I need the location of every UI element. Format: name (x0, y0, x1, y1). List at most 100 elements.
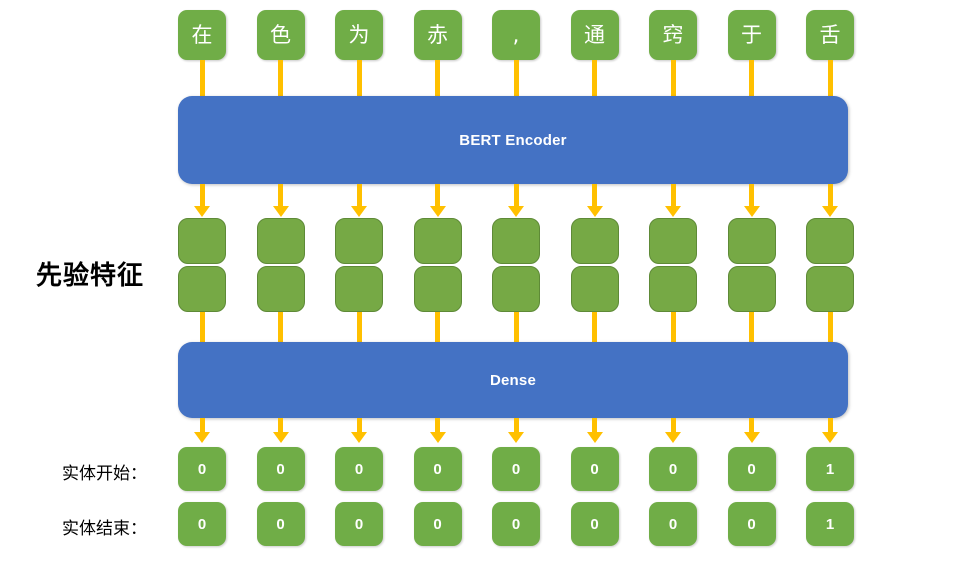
bert-encoder-label: BERT Encoder (459, 131, 567, 149)
prior-feature-box[interactable] (178, 218, 226, 264)
output-box-entity-end[interactable]: 0 (178, 502, 226, 546)
output-value: 0 (511, 460, 521, 478)
arrow-down-icon (508, 206, 524, 217)
feature-dense-line (592, 312, 597, 344)
output-box-entity-start[interactable]: 0 (413, 447, 462, 491)
arrow-down-icon (822, 206, 838, 217)
arrow-down-icon (351, 432, 367, 443)
encoder-feature-line (199, 184, 205, 208)
output-value: 0 (433, 515, 442, 533)
prior-feature-box[interactable] (806, 218, 854, 264)
output-value: 1 (825, 515, 835, 533)
prior-feature-box[interactable] (649, 266, 697, 312)
token-box[interactable]: 在 (178, 10, 226, 60)
prior-feature-box[interactable] (570, 218, 619, 264)
encoder-feature-line (827, 184, 833, 208)
token-text: 在 (191, 22, 213, 47)
output-box-entity-end[interactable]: 0 (335, 502, 383, 546)
prior-feature-box[interactable] (335, 266, 383, 312)
output-box-entity-end[interactable]: 0 (492, 502, 540, 546)
output-box-entity-end[interactable]: 0 (649, 502, 697, 546)
token-box[interactable]: 通 (570, 10, 619, 60)
prior-feature-box[interactable] (570, 266, 619, 312)
output-value: 0 (668, 460, 678, 478)
prior-feature-box[interactable] (727, 218, 776, 264)
output-value: 0 (590, 515, 599, 533)
feature-dense-line (670, 312, 676, 344)
arrow-down-icon (586, 206, 603, 217)
arrow-down-icon (272, 206, 289, 217)
token-box[interactable]: 色 (256, 10, 305, 60)
dense-output-line (749, 418, 754, 434)
token-text: 色 (270, 22, 291, 47)
prior-feature-box[interactable] (649, 218, 697, 264)
token-box[interactable]: 赤 (413, 10, 462, 60)
prior-feature-box[interactable] (727, 266, 776, 312)
arrow-down-icon (586, 432, 603, 443)
arrow-down-icon (194, 432, 210, 443)
output-box-entity-start[interactable]: 0 (178, 447, 226, 491)
dense-output-line (278, 418, 283, 434)
prior-feature-box[interactable] (492, 266, 540, 312)
prior-feature-box[interactable] (335, 218, 383, 264)
dense-block[interactable]: Dense (178, 342, 848, 418)
dense-output-line (827, 418, 833, 434)
token-encoder-line (278, 60, 283, 98)
token-text: 于 (741, 22, 762, 47)
encoder-feature-line (435, 184, 440, 208)
prior-feature-box[interactable] (413, 218, 462, 264)
output-box-entity-start[interactable]: 0 (335, 447, 383, 491)
output-value: 0 (747, 515, 756, 533)
token-text: 为 (348, 22, 370, 47)
output-box-entity-end[interactable]: 0 (256, 502, 305, 546)
token-box[interactable]: , (492, 10, 540, 60)
arrow-down-icon (822, 432, 838, 443)
arrow-down-icon (272, 432, 289, 443)
output-box-entity-start[interactable]: 0 (727, 447, 776, 491)
output-box-entity-end[interactable]: 0 (727, 502, 776, 546)
prior-feature-box[interactable] (806, 266, 854, 312)
output-value: 0 (668, 515, 678, 533)
output-box-entity-start[interactable]: 0 (570, 447, 619, 491)
output-box-entity-end[interactable]: 0 (570, 502, 619, 546)
token-box[interactable]: 于 (727, 10, 776, 60)
prior-feature-box[interactable] (413, 266, 462, 312)
token-box[interactable]: 舌 (806, 10, 854, 60)
arrow-down-icon (429, 432, 446, 443)
dense-output-line (513, 418, 519, 434)
output-row-label-entity-start: 实体开始： (62, 464, 147, 484)
token-encoder-line (670, 60, 676, 98)
output-box-entity-start[interactable]: 0 (649, 447, 697, 491)
arrow-down-icon (743, 206, 760, 217)
output-box-entity-end[interactable]: 1 (806, 502, 854, 546)
token-text: 通 (584, 22, 605, 47)
output-box-entity-start[interactable]: 0 (256, 447, 305, 491)
arrow-down-icon (508, 432, 524, 443)
prior-feature-box[interactable] (256, 266, 305, 312)
feature-dense-line (199, 312, 205, 344)
token-box[interactable]: 窍 (649, 10, 697, 60)
arrow-down-icon (665, 206, 681, 217)
encoder-feature-line (592, 184, 597, 208)
token-box[interactable]: 为 (335, 10, 383, 60)
bert-encoder-block[interactable]: BERT Encoder (178, 96, 848, 184)
arrow-down-icon (743, 432, 760, 443)
prior-feature-box[interactable] (492, 218, 540, 264)
arrow-down-icon (194, 206, 210, 217)
output-box-entity-end[interactable]: 0 (413, 502, 462, 546)
dense-output-line (592, 418, 597, 434)
prior-feature-box[interactable] (256, 218, 305, 264)
feature-dense-line (356, 312, 362, 344)
encoder-feature-line (356, 184, 362, 208)
output-value: 0 (433, 460, 442, 478)
output-box-entity-start[interactable]: 1 (806, 447, 854, 491)
token-encoder-line (199, 60, 205, 98)
prior-feature-box[interactable] (178, 266, 226, 312)
arrow-down-icon (429, 206, 446, 217)
feature-dense-line (749, 312, 754, 344)
output-box-entity-start[interactable]: 0 (492, 447, 540, 491)
token-encoder-line (435, 60, 440, 98)
output-value: 0 (197, 515, 207, 533)
output-value: 0 (276, 460, 285, 478)
